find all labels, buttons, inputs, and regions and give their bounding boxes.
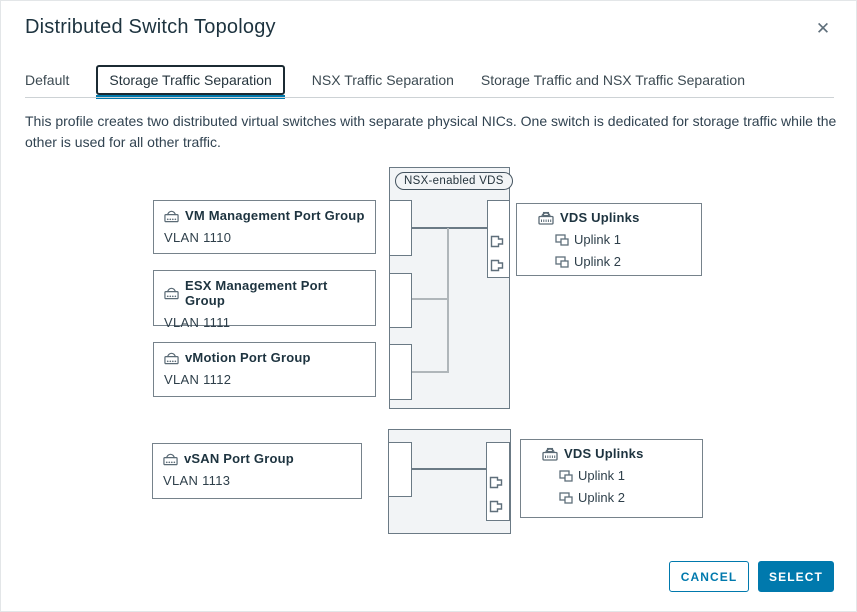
port-group-name: VM Management Port Group	[185, 208, 365, 223]
uplinks-panel-title: VDS Uplinks	[564, 446, 644, 461]
port-group-name: vSAN Port Group	[184, 451, 294, 466]
select-button[interactable]: SELECT	[758, 561, 834, 592]
port-group-vlan: VLAN 1110	[164, 230, 232, 245]
uplink-label: Uplink 2	[578, 490, 625, 505]
port-group-vlan: VLAN 1112	[164, 372, 232, 387]
tab-nsx-traffic-separation[interactable]: NSX Traffic Separation	[311, 72, 454, 88]
physical-nic-icon	[490, 235, 505, 248]
uplink-item: Uplink 1	[555, 232, 701, 247]
connector-line	[412, 468, 486, 470]
port-group-icon	[164, 209, 179, 223]
port-group-box-vmotion: vMotion Port Group VLAN 1112	[153, 342, 376, 397]
switch-uplinks-icon	[542, 447, 558, 461]
switch-uplinks-icon	[538, 211, 554, 225]
profile-description: This profile creates two distributed vir…	[25, 113, 837, 150]
port-group-icon	[164, 286, 179, 300]
vds-uplinks-panel: VDS Uplinks Uplink 1 Uplink 2	[520, 439, 703, 518]
physical-nic-icon	[489, 500, 504, 513]
tab-default[interactable]: Default	[25, 72, 70, 88]
uplink-item: Uplink 2	[559, 490, 702, 505]
vds-port	[389, 273, 412, 328]
port-group-box-vsan: vSAN Port Group VLAN 1113	[152, 443, 362, 499]
port-group-icon	[163, 452, 178, 466]
vds-port	[389, 344, 412, 400]
cancel-button[interactable]: CANCEL	[669, 561, 749, 592]
port-group-vlan: VLAN 1113	[163, 473, 231, 488]
vds-port	[389, 200, 412, 256]
tab-storage-and-nsx-traffic-separation[interactable]: Storage Traffic and NSX Traffic Separati…	[480, 72, 745, 88]
uplink-port-icon	[559, 469, 573, 482]
uplink-port-icon	[555, 255, 569, 268]
uplink-port-icon	[559, 491, 573, 504]
port-group-name: ESX Management Port Group	[185, 278, 328, 308]
storage-vds-box	[388, 429, 511, 534]
vds-uplink-strip	[487, 200, 510, 278]
close-icon[interactable]: ✕	[811, 17, 835, 41]
nsx-vds-box	[389, 167, 510, 409]
uplink-label: Uplink 2	[574, 254, 621, 269]
tab-divider	[25, 97, 834, 98]
tab-storage-traffic-separation[interactable]: Storage Traffic Separation	[96, 65, 286, 99]
port-group-box-vm-management: VM Management Port Group VLAN 1110	[153, 200, 376, 254]
physical-nic-icon	[490, 259, 505, 272]
page-title: Distributed Switch Topology	[25, 16, 276, 38]
uplink-port-icon	[555, 233, 569, 246]
vds-uplinks-panel: VDS Uplinks Uplink 1 Uplink 2	[516, 203, 702, 276]
nsx-vds-label: NSX-enabled VDS	[395, 172, 513, 190]
vds-uplink-strip	[486, 442, 510, 521]
uplinks-panel-title: VDS Uplinks	[560, 210, 640, 225]
connector-trunk	[447, 228, 449, 373]
uplink-label: Uplink 1	[574, 232, 621, 247]
connector-line	[412, 371, 449, 373]
connector-line	[412, 298, 448, 300]
tab-bar: Default Storage Traffic Separation NSX T…	[25, 63, 745, 99]
vds-port	[388, 442, 412, 497]
uplink-item: Uplink 2	[555, 254, 701, 269]
port-group-name: vMotion Port Group	[185, 350, 311, 365]
port-group-vlan: VLAN 1111	[164, 315, 231, 330]
port-group-icon	[164, 351, 179, 365]
uplink-label: Uplink 1	[578, 468, 625, 483]
connector-line	[412, 227, 487, 229]
port-group-box-esx-management: ESX Management Port Group VLAN 1111	[153, 270, 376, 330]
uplink-item: Uplink 1	[559, 468, 702, 483]
physical-nic-icon	[489, 476, 504, 489]
